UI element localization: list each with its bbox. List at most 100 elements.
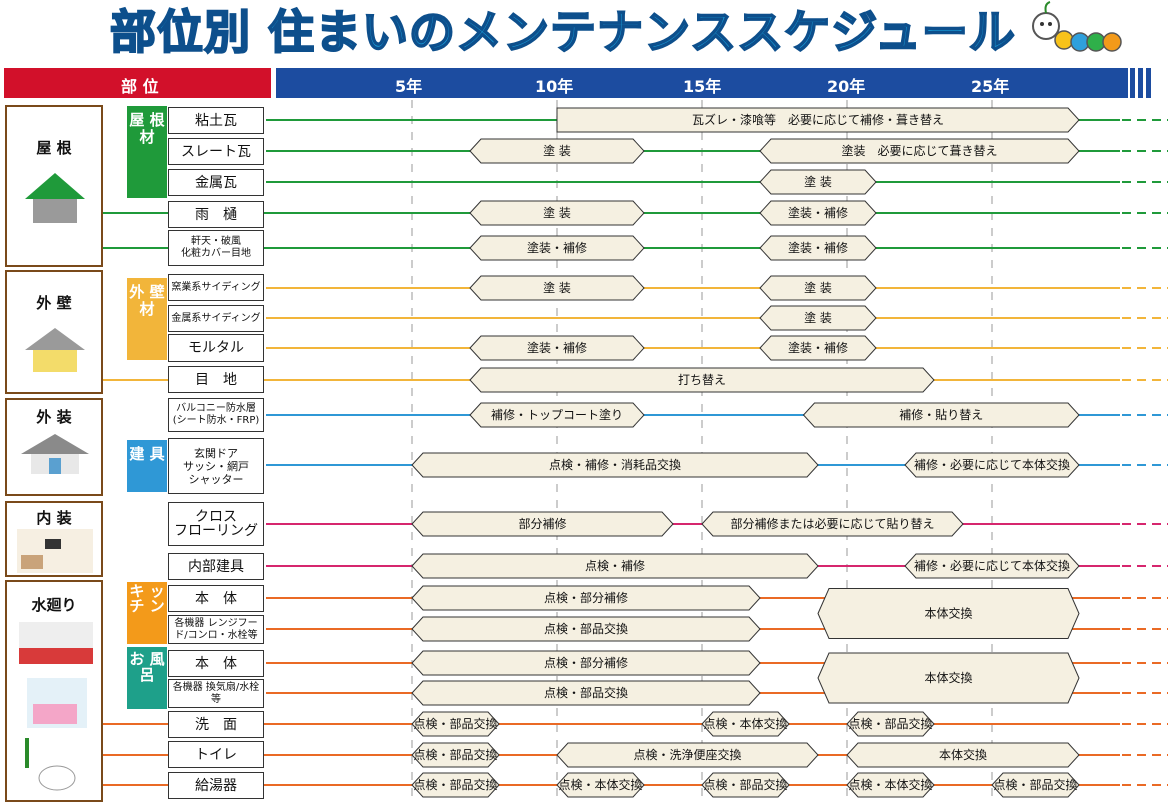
category-label: 内 装: [36, 509, 72, 527]
task-bar: [556, 107, 1080, 133]
year-label: 10年: [535, 77, 574, 96]
task-bar: [759, 275, 877, 301]
task-label: 点検・部分補修: [544, 590, 628, 605]
task-label: 点検・本体交換: [558, 777, 642, 792]
task-label: 本体交換: [939, 747, 987, 762]
task-bar: [701, 772, 790, 798]
item-balcony-waterproof: バルコニー防水層 (シート防水・FRP): [168, 398, 264, 432]
item-joint: 目 地: [168, 366, 264, 393]
task-label: 瓦ズレ・漆喰等 必要に応じて補修・葺き替え: [692, 112, 944, 127]
group-wall-material: 外 壁 材: [127, 278, 167, 360]
task-bar: [759, 335, 877, 361]
item-mortar: モルタル: [168, 334, 264, 362]
part-header-label: 部 位: [121, 77, 159, 96]
category-label: 外 壁: [36, 294, 72, 312]
category-interior: 内 装: [5, 501, 103, 577]
task-bar: [759, 138, 1080, 164]
task-label: 塗装・補修: [788, 340, 848, 355]
task-bar: [701, 511, 964, 537]
task-bar: [469, 335, 645, 361]
task-bar: [411, 742, 500, 768]
task-bar: [469, 200, 645, 226]
task-bar: [846, 772, 935, 798]
task-label: 点検・部分補修: [544, 655, 628, 670]
year-label: 20年: [827, 77, 866, 96]
task-label: 点検・部品交換: [544, 621, 628, 636]
task-label: 本体交換: [924, 606, 972, 621]
task-label: 点検・部品交換: [413, 777, 497, 792]
item-slate-tile: スレート瓦: [168, 138, 264, 165]
item-toilet: トイレ: [168, 741, 264, 768]
task-label: 塗 装: [543, 205, 571, 220]
task-bar: [846, 742, 1080, 768]
task-bar: [469, 402, 645, 428]
task-label: 塗装・補修: [527, 240, 587, 255]
task-bar: [411, 553, 819, 579]
item-cloth-flooring: クロス フローリング: [168, 502, 264, 546]
task-bar: [556, 772, 645, 798]
wall-house-icon: [25, 328, 85, 372]
task-label: 補修・トップコート塗り: [491, 407, 623, 422]
task-label: 部分補修: [518, 516, 566, 531]
water-equipment-icon: [19, 622, 93, 791]
task-label: 点検・部品交換: [413, 716, 497, 731]
item-clay-tile: 粘土瓦: [168, 107, 264, 134]
year-header: [276, 68, 1128, 98]
task-label: 塗装・補修: [527, 340, 587, 355]
task-bar: [556, 742, 819, 768]
task-label: 補修・必要に応じて本体交換: [914, 558, 1070, 573]
task-bar: [904, 452, 1080, 478]
group-fittings: 建 具: [127, 440, 167, 492]
task-label: 点検・部品交換: [703, 777, 787, 792]
task-bar: [759, 235, 877, 261]
item-kitchen-equipment: 各機器 レンジフード/コンロ・水栓等: [168, 615, 264, 644]
task-label: 打ち替え: [678, 373, 726, 387]
task-label: 塗 装: [804, 310, 832, 325]
header-end-bar: [1130, 68, 1135, 98]
item-metal-siding: 金属系サイディング: [168, 305, 264, 332]
exterior-house-icon: [21, 434, 89, 474]
task-label: 点検・部品交換: [413, 747, 497, 762]
category-exterior: 外 装: [5, 398, 103, 496]
item-door-sash: 玄関ドア サッシ・網戸 シャッター: [168, 438, 264, 494]
task-label: 補修・貼り替え: [899, 407, 983, 422]
group-kitchen: キ ッ チ ン: [127, 582, 167, 644]
task-label: 塗 装: [804, 174, 832, 189]
category-water: 水廻り: [5, 580, 103, 802]
task-label: 点検・部品交換: [544, 685, 628, 700]
item-kitchen-body: 本 体: [168, 585, 264, 612]
task-bar: [411, 452, 819, 478]
task-bar: [701, 711, 790, 737]
header-end-bar: [1146, 68, 1151, 98]
year-label: 15年: [683, 77, 722, 96]
task-bar: [469, 138, 645, 164]
page-title: 部位別 住まいのメンテナンススケジュール: [109, 4, 1016, 60]
task-bar: [411, 585, 761, 611]
task-bar: [904, 553, 1080, 579]
task-label: 塗 装: [543, 280, 571, 295]
task-bar: [411, 680, 761, 706]
task-label: 点検・本体交換: [703, 716, 787, 731]
task-label: 部分補修または必要に応じて貼り替え: [730, 516, 934, 531]
task-label: 点検・洗浄便座交換: [633, 747, 741, 762]
item-bath-equipment: 各機器 換気扇/水栓等: [168, 679, 264, 708]
category-label: 水廻り: [31, 596, 77, 614]
task-label: 補修・必要に応じて本体交換: [914, 457, 1070, 472]
task-label: 塗装・補修: [788, 240, 848, 255]
task-bar: [817, 652, 1080, 704]
task-label: 点検・本体交換: [848, 777, 932, 792]
item-gutter: 雨 樋: [168, 201, 264, 228]
task-bar: [411, 650, 761, 676]
task-bar: [817, 588, 1080, 639]
task-bar: [759, 305, 877, 331]
part-header: 部 位: [4, 68, 271, 98]
task-label: 塗装・補修: [788, 205, 848, 220]
caterpillar-mascot-icon: [1032, 1, 1122, 52]
task-bar: [991, 772, 1080, 798]
item-bath-body: 本 体: [168, 650, 264, 677]
task-bar: [411, 511, 674, 537]
item-ceramic-siding: 窯業系サイディング: [168, 274, 264, 301]
task-label: 塗 装: [804, 280, 832, 295]
task-bar: [759, 200, 877, 226]
